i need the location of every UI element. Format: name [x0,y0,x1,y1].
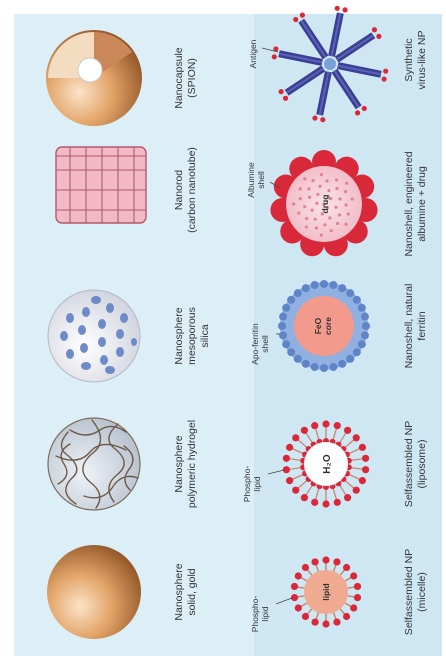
carbon-nanotube-icon [56,147,146,223]
label-top-3-subtitle2: silica [199,324,211,347]
callout-4-line1: Albumine [246,162,256,198]
callout-3-line2: shell [260,335,270,353]
label-top-4-subtitle: (carbon nanotube) [186,147,198,233]
callout-2-line2: lipid [252,476,262,491]
callout-1-line2: lipid [260,606,270,621]
label-bottom-1-subtitle: (micelle) [416,572,428,612]
label-bottom-2-name: Selfassembled NP [403,421,415,507]
mesoporous-silica-icon [48,290,140,382]
label-bottom-3-subtitle: ferritin [416,311,428,340]
label-bottom-2-subtitle: (liposome) [416,439,428,488]
label-bottom-4-name: Nanoshell, engineered [403,151,415,256]
label-top-2-subtitle: polymeric hydrogel [186,420,198,508]
callout-2-line1: Phospho- [242,466,252,503]
label-bottom-5-name: Synthetic [403,38,415,81]
gold-nanosphere-icon [47,545,141,639]
label-bottom-4-subtitle: albumine + drug [416,166,428,242]
label-bottom-5-subtitle: virus-like NP [416,31,428,90]
label-top-2-name: Nanosphere [173,435,185,492]
label-top-5-name: Nanocapsule [173,47,185,108]
callout-1-line1: Phospho- [250,596,260,633]
core-label-1: lipid [321,583,331,600]
label-bottom-1-name: Selfassembled NP [403,549,415,635]
label-top-5-subtitle: (SPION) [186,58,198,98]
core-label-2: H₂O [322,454,333,474]
callout-4-line2: shell [256,171,266,189]
core-label-3-line2: core [323,317,333,335]
hydrogel-nanosphere-icon [48,418,140,510]
label-bottom-3-name: Nanoshell, natural [403,284,415,369]
label-top-3-subtitle: mesoporous [186,307,198,365]
core-label-4: drug [320,195,330,214]
label-top-4-name: Nanorod [173,170,185,210]
callout-3-line1: Apo-ferritin [250,323,260,365]
label-top-3-name: Nanosphere [173,307,185,364]
callout-5-line1: Antigen [248,39,258,68]
label-top-1-name: Nanosphere [173,563,185,620]
core-label-3: FeO [313,317,323,334]
label-top-1-subtitle: solid, gold [186,568,198,615]
spion-nanocapsule-icon [46,30,142,126]
